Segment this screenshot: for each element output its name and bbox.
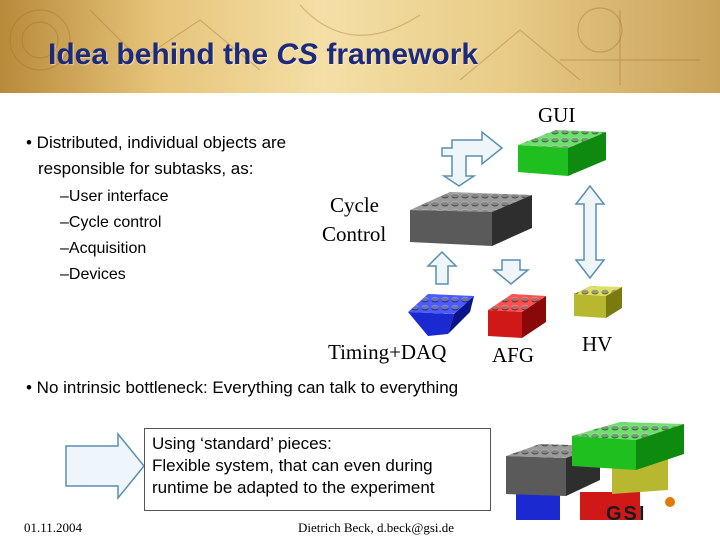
slide-title: Idea behind the CS framework bbox=[48, 38, 479, 71]
box-line-3: runtime be adapted to the experiment bbox=[152, 478, 435, 497]
label-hv: HV bbox=[582, 332, 613, 356]
box-line-2: Flexible system, that can even during bbox=[152, 456, 433, 475]
afg-brick bbox=[488, 294, 546, 338]
arrow-cycle-to-afg bbox=[491, 259, 531, 285]
stacked-bricks bbox=[506, 422, 684, 520]
label-afg: AFG bbox=[492, 343, 535, 367]
hv-brick bbox=[574, 286, 622, 318]
arrow-timing-to-cycle bbox=[426, 250, 458, 285]
subitem-cycle-control: –Cycle control bbox=[60, 214, 162, 231]
header-decoration bbox=[9, 4, 700, 85]
footer-date: 01.11.2004 bbox=[24, 520, 83, 535]
standard-pieces-box: Using ‘standard’ pieces: Flexible system… bbox=[144, 428, 491, 511]
timing-daq-brick bbox=[408, 294, 474, 336]
cycle-control-brick bbox=[410, 192, 532, 246]
svg-text:GSI: GSI bbox=[606, 503, 646, 524]
label-cycle: Cycle bbox=[330, 193, 379, 217]
subitem-devices: –Devices bbox=[60, 266, 126, 283]
subitem-acquisition: –Acquisition bbox=[60, 240, 147, 257]
arrow-gui-hv bbox=[574, 184, 606, 280]
footer-author: Dietrich Beck, d.beck@gsi.de bbox=[298, 520, 455, 535]
bullet-distributed: • Distributed, individual objects are re… bbox=[26, 133, 287, 178]
box-line-1: Using ‘standard’ pieces: bbox=[152, 434, 332, 453]
arrow-standard-pieces bbox=[65, 431, 145, 501]
bullet-no-bottleneck: • No intrinsic bottleneck: Everything ca… bbox=[26, 378, 459, 397]
arrow-cycle-to-gui bbox=[441, 130, 504, 187]
label-gui: GUI bbox=[538, 103, 576, 127]
gsi-logo: GSI bbox=[606, 497, 675, 524]
header-banner: Idea behind the CS framework bbox=[0, 0, 720, 93]
label-timing-daq: Timing+DAQ bbox=[328, 340, 447, 364]
label-control: Control bbox=[322, 222, 387, 246]
subitem-user-interface: –User interface bbox=[60, 188, 169, 205]
gui-brick bbox=[518, 130, 606, 176]
